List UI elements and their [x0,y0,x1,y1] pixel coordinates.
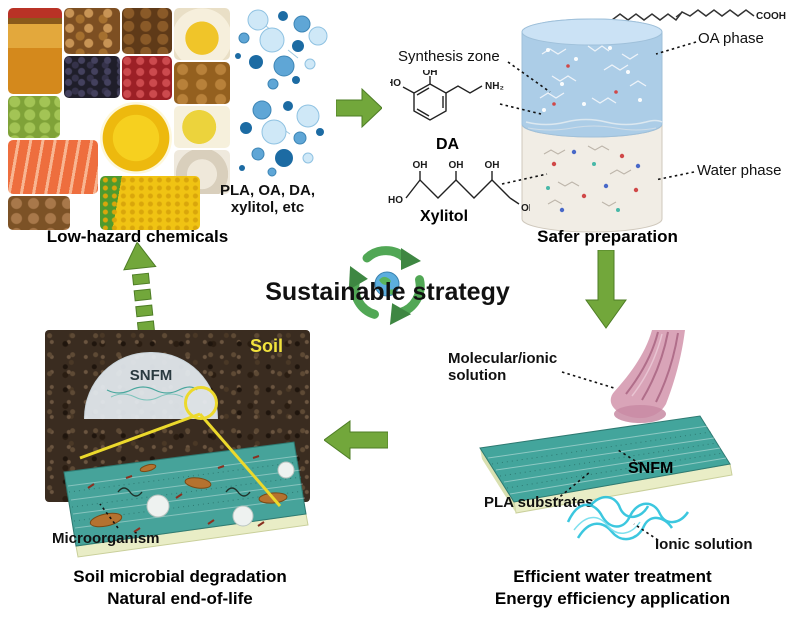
end-of-life-caption: Natural end-of-life [107,589,253,609]
synthesis-zone-label: Synthesis zone [398,48,500,65]
oil-bowl-photo [174,8,230,60]
soil-label: Soil [250,336,284,356]
grapes-photo [8,96,60,138]
arrow-up-dashed-icon [123,241,157,334]
chemicals-note: PLA, OA, DA, xylitol, etc [205,182,330,217]
oa-phase-label: OA phase [698,30,764,47]
lemon-photo [174,106,230,148]
low-hazard-caption: Low-hazard chemicals [46,227,229,246]
energy-efficiency-caption: Energy efficiency application [494,589,731,609]
xylitol-structure: HO OH OH OH OH [388,160,530,214]
ionic-solution-scribble [566,496,690,541]
ionic-solution-label: Ionic solution [655,536,753,553]
chemical-bubbles-illustration [235,9,328,177]
ingredient-photo-collage [8,8,230,230]
blackberries-photo [64,56,120,98]
molecular-ionic-line1: Molecular/ionic [448,350,558,367]
water-treatment-caption: Efficient water treatment [513,567,712,586]
xylitol-oh3-label: OH [485,160,500,171]
molecular-ionic-label: Molecular/ionic solution [448,350,557,385]
da-nh2-label: NH₂ [485,81,504,92]
xylitol-oh4-label: OH [521,203,530,214]
page-title: Sustainable strategy [265,278,510,306]
mixed-nuts-photo [64,8,120,54]
bottom-right-captions: Efficient water treatment Energy efficie… [430,566,795,610]
xylitol-oh2-label: OH [449,160,464,171]
da-oh-label: OH [423,70,438,78]
molecular-ionic-line2: solution [448,367,507,385]
pink-solution-stream [610,330,685,423]
soil-degradation-caption: Soil microbial degradation [73,567,287,586]
arrow-left-icon [324,420,388,460]
dates-photo [122,8,172,54]
hazelnuts-photo [174,62,230,104]
walnuts-photo [8,196,70,230]
recycle-earth-icon [345,236,429,330]
dome-fibers [106,386,198,401]
microorganism-label: Microorganism [52,530,160,547]
salmon-photo [8,140,98,194]
magnifier-ring-icon [184,386,218,420]
chemicals-note-line1: PLA, OA, DA, [219,182,315,199]
snfm-membrane-illustration [479,415,733,514]
xylitol-ho-label: HO [388,195,403,206]
bottom-left-captions: Soil microbial degradation Natural end-o… [25,566,335,610]
oil-bottle-photo [8,8,62,94]
arrow-right-icon [336,87,382,129]
arrow-down-icon [585,250,627,329]
snfm-dome-label: SNFM [129,367,173,384]
xylitol-name: Xylitol [420,208,469,225]
oleic-acid-structure: COOH [611,9,786,22]
xylitol-oh1-label: OH [413,160,428,171]
da-name: DA [436,136,460,153]
water-phase-label: Water phase [697,162,782,179]
red-berries-photo [122,56,172,100]
oil-splash-photo [100,102,172,174]
synthesis-cylinder-illustration [521,18,663,233]
safer-preparation-caption: Safer preparation [537,227,678,246]
dopamine-structure: OH HO NH₂ [390,70,504,121]
corn-photo [100,176,200,230]
cooh-label: COOH [756,11,786,22]
da-ho-label: HO [390,78,401,89]
chemicals-note-line2: xylitol, etc [230,199,305,217]
